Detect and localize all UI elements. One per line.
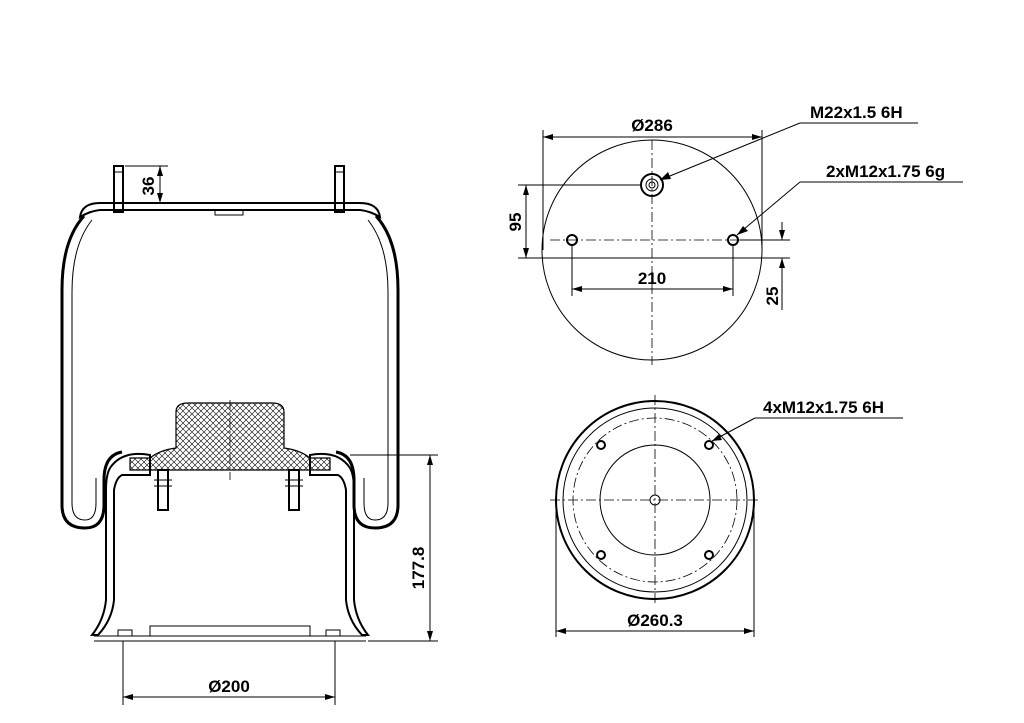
- top-stud-left: [113, 165, 124, 213]
- dim-piston-diameter: Ø200: [122, 641, 336, 705]
- dim-stud-offset: 25: [740, 222, 790, 310]
- rubber-bellow: [60, 214, 400, 530]
- side-view: 36 177.8 Ø200: [60, 165, 438, 705]
- dim-stud-spacing: 210: [571, 245, 734, 296]
- piston-stud-right: [285, 469, 303, 511]
- dim-25-label: 25: [763, 287, 782, 306]
- piston-stud-left: [154, 469, 172, 511]
- dim-plate-diameter: Ø286: [542, 116, 763, 250]
- dim-36-label: 36: [139, 177, 158, 196]
- dim-air-port-offset: 95: [506, 184, 790, 259]
- top-bead-plate: [78, 202, 382, 219]
- top-stud-right: [334, 165, 345, 213]
- dim-260-3-label: Ø260.3: [627, 611, 683, 630]
- dim-177-8-label: 177.8: [409, 547, 428, 590]
- callout-holes: 4xM12x1.75 6H: [711, 398, 903, 442]
- air-port: [640, 173, 664, 197]
- dim-95-label: 95: [506, 213, 525, 232]
- bolt-hole-top-left: [596, 440, 606, 450]
- dim-piston-height: 177.8: [350, 454, 438, 642]
- dim-bottom-diameter: Ø260.3: [555, 500, 755, 637]
- dim-stud-height: 36: [125, 165, 168, 204]
- dim-286-label: Ø286: [631, 116, 673, 135]
- top-view: Ø286 95 210 25: [506, 103, 963, 365]
- bolt-hole-bottom-right: [704, 550, 714, 560]
- bolt-hole-top-right: [704, 440, 714, 450]
- bolt-hole-bottom-left: [596, 550, 606, 560]
- callout-m22-label: M22x1.5 6H: [810, 103, 903, 122]
- dim-200-label: Ø200: [208, 677, 250, 696]
- bottom-view: Ø260.3 4xM12x1.75 6H: [550, 395, 903, 637]
- callout-2xm12-label: 2xM12x1.75 6g: [826, 162, 945, 181]
- dim-210-label: 210: [638, 269, 666, 288]
- callout-air-port: M22x1.5 6H: [659, 103, 918, 181]
- callout-4xm12-label: 4xM12x1.75 6H: [763, 398, 884, 417]
- piston: [89, 400, 371, 642]
- callout-studs: 2xM12x1.75 6g: [736, 162, 963, 236]
